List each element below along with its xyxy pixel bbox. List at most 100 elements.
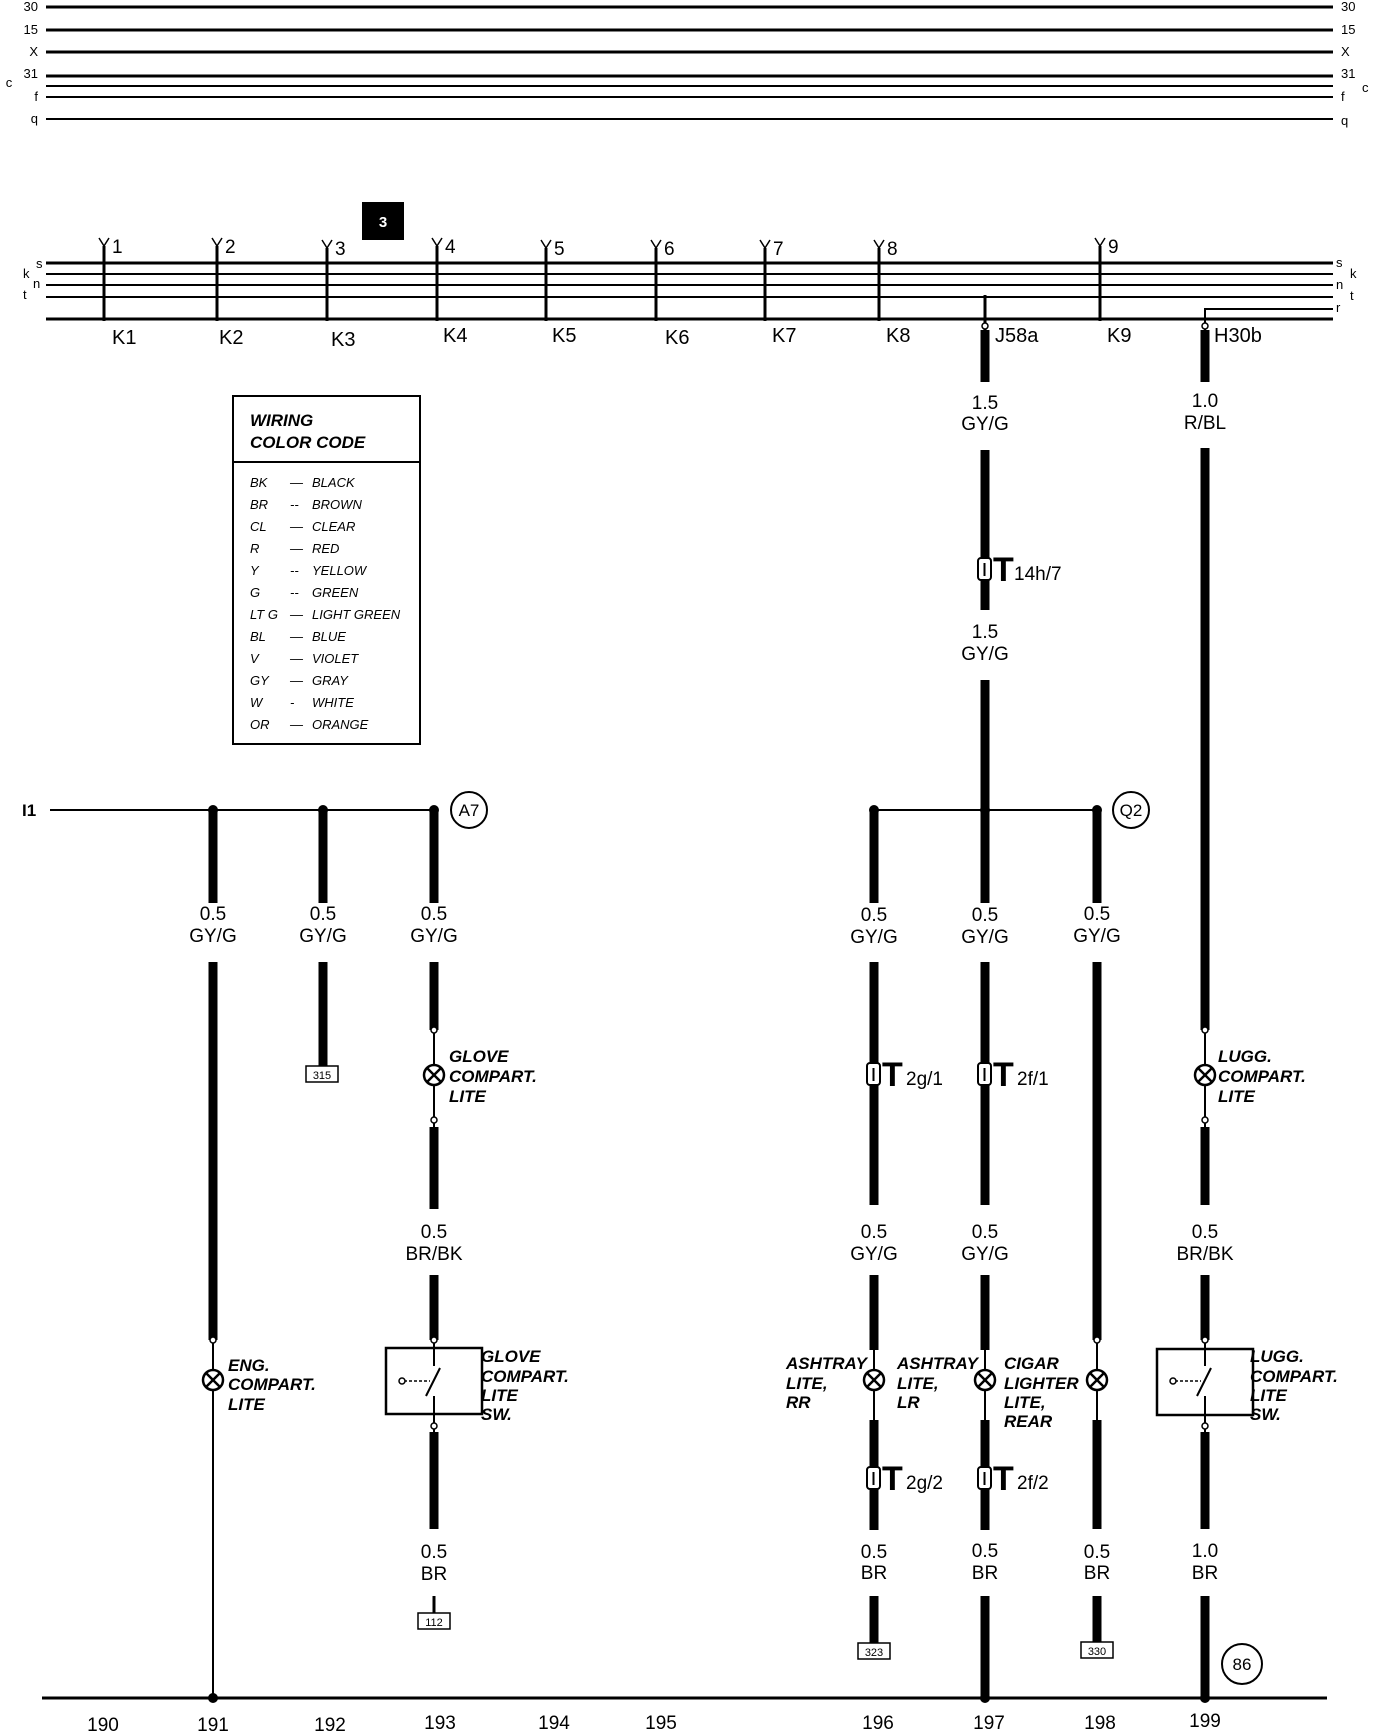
fuse-label-j58a: J58a (995, 325, 1039, 347)
glove-compart-lite-switch (384, 1336, 484, 1432)
fuse-9 (1094, 237, 1106, 321)
fuse-labels: 1 2 3 4 5 6 7 8 9 K1 K2 K3 K4 K5 K6 K7 K… (112, 237, 1262, 351)
fuse-label-k5: K5 (552, 325, 576, 347)
ref-86-label: 86 (1233, 1655, 1252, 1674)
bus-label-right-t: t (1350, 288, 1354, 303)
label-cigar: REAR (1004, 1412, 1053, 1431)
legend-code: G (250, 585, 260, 600)
glove-compart-lite (422, 1026, 446, 1127)
legend-dash: -- (290, 585, 299, 600)
column-number: 196 (862, 1713, 894, 1734)
label-ashtray-rr: RR (786, 1393, 811, 1412)
label-lugg-lite: LITE (1218, 1087, 1255, 1106)
ground-ref-315: 315 (313, 1070, 331, 1082)
connector-letter: T (993, 1460, 1014, 1498)
column-number: 194 (538, 1713, 570, 1734)
junction-dot (1200, 1693, 1210, 1703)
ground-ref-box (857, 1642, 891, 1660)
legend-name: GREEN (312, 585, 359, 600)
connector-letter: T (993, 551, 1014, 589)
legend-dash: -- (290, 497, 299, 512)
rail-label-right-c: c (1362, 80, 1369, 95)
fuse-num-1: 1 (112, 237, 123, 258)
fuse-4 (431, 237, 443, 321)
fuse-3 (217, 239, 333, 321)
legend-dash: - (290, 695, 295, 710)
connector-t2g2: T 2g/2 (866, 1460, 943, 1498)
junctions (208, 805, 1210, 1703)
rail-label-right-31: 31 (1341, 66, 1355, 81)
legend-name: BLUE (312, 629, 346, 644)
column-number: 195 (645, 1713, 677, 1734)
column-number: 197 (973, 1713, 1005, 1734)
fuse-label-h30b: H30b (1214, 325, 1262, 347)
connector-id: 2f/2 (1017, 1473, 1049, 1494)
wire-color: GY/G (961, 927, 1009, 948)
fuse-num-4: 4 (445, 237, 456, 258)
label-glove-sw: GLOVE (481, 1347, 541, 1366)
switch-contact-icon (1196, 1367, 1212, 1397)
legend-code: BL (250, 629, 266, 644)
connector-t2f1: T 2f/1 (977, 1056, 1049, 1094)
legend-code: R (250, 541, 259, 556)
legend-dash: — (289, 519, 304, 534)
ashtray-lite-rr (862, 1340, 886, 1420)
cigar-lighter-lite (1085, 1336, 1109, 1420)
legend-name: RED (312, 541, 339, 556)
ground-refs: 315 112 323 330 (305, 1065, 1114, 1660)
wire-gauge: 0.5 (861, 1222, 887, 1243)
junction-dot (208, 1693, 218, 1703)
rail-label-right-15: 15 (1341, 22, 1355, 37)
fuse-label-k8: K8 (886, 325, 910, 347)
wire-labels: 1.5 GY/G 1.5 GY/G 1.0 R/BL 0.5 GY/G 0.5 … (189, 391, 1234, 1585)
wire-color: GY/G (961, 414, 1009, 435)
fuse-bus: s k n t s k n t r (23, 255, 1357, 321)
label-ashtray-lr: LR (897, 1393, 920, 1412)
wire-color: BR (421, 1564, 447, 1585)
column-number: 192 (314, 1715, 346, 1734)
column-number: 199 (1189, 1711, 1221, 1732)
wire-color: BR (972, 1563, 998, 1584)
rail-label-right-x: X (1341, 44, 1350, 59)
ref-q2-label: Q2 (1120, 801, 1143, 820)
rail-label-left-x: X (29, 44, 38, 59)
switch-contact-icon (425, 1367, 441, 1397)
fuse-6 (650, 239, 662, 321)
fuse-label-k1: K1 (112, 327, 136, 349)
bus-label-left-s: s (36, 256, 43, 271)
label-glove-sw: COMPART. (481, 1367, 569, 1386)
junction-dot (980, 1693, 990, 1703)
rail-label-left-q: q (31, 111, 38, 126)
legend-dash: — (289, 629, 304, 644)
rail-label-left-15: 15 (24, 22, 38, 37)
label-ashtray-lr: LITE, (897, 1374, 939, 1393)
ref-a7-label: A7 (459, 801, 480, 820)
legend-title-2: COLOR CODE (250, 433, 366, 452)
connector-t2g1: T 2g/1 (866, 1056, 943, 1094)
junction-dot (429, 805, 439, 815)
wire-gauge: 1.0 (1192, 391, 1218, 412)
rail-label-left-c: c (6, 75, 13, 90)
legend-name: ORANGE (312, 717, 369, 732)
label-lugg-sw: LUGG. (1250, 1347, 1304, 1366)
fuse-label-k3: K3 (331, 329, 355, 351)
bus-label-left-k: k (23, 266, 30, 281)
wire-color: GY/G (189, 926, 237, 947)
label-glove-lite: LITE (449, 1087, 486, 1106)
fuse-2 (211, 237, 223, 321)
ashtray-lite-lr (973, 1340, 997, 1420)
bus-label-right-k: k (1350, 266, 1357, 281)
wire-gauge: 0.5 (861, 1542, 887, 1563)
wire-gauge: 0.5 (861, 905, 887, 926)
legend-code: LT G (250, 607, 278, 622)
ground-ref-112: 112 (425, 1617, 443, 1629)
ref-a7: A7 (450, 791, 488, 829)
color-legend: WIRING COLOR CODE BK — BLACK BR -- BROWN… (232, 395, 421, 745)
wire-color: BR (861, 1563, 887, 1584)
wire-color: BR (1192, 1563, 1218, 1584)
legend-code: GY (250, 673, 270, 688)
fuse-num-8: 8 (887, 239, 898, 260)
label-eng-lite: ENG. (228, 1356, 270, 1375)
fuse-label-k6: K6 (665, 327, 689, 349)
j58a-tap (981, 295, 989, 330)
